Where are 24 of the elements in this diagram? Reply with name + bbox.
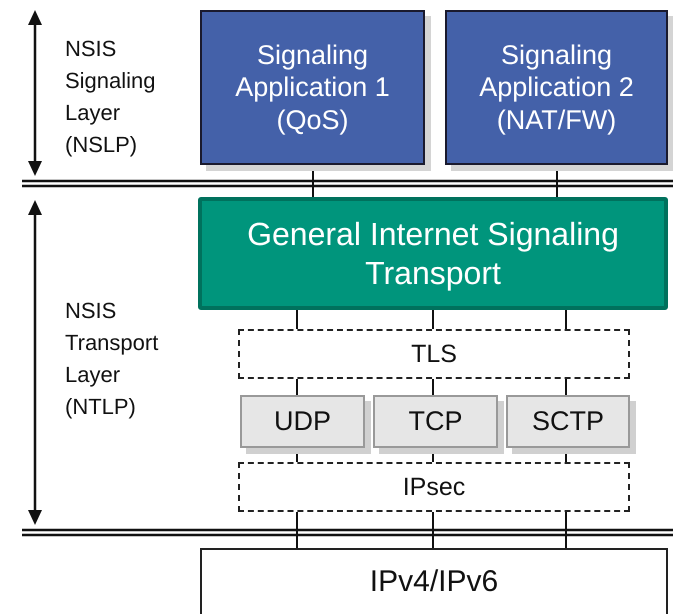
connector-line (432, 310, 434, 329)
box-label: Signaling Application 2 (NAT/FW) (478, 38, 635, 136)
box-label: IPsec (402, 472, 466, 502)
transport-box (198, 197, 668, 310)
connector-line (296, 379, 298, 395)
connector-line (296, 512, 298, 548)
connector-line (432, 379, 434, 395)
box-label: TLS (411, 339, 457, 369)
box-label: Signaling Application 1 (QoS) (234, 38, 391, 136)
layer-label: NSIS Transport Layer (NTLP) (65, 297, 160, 421)
box-label: General Internet Signaling Transport (246, 215, 620, 292)
connector-line (565, 310, 567, 329)
box-label: IPv4/IPv6 (370, 564, 498, 600)
dashed-box (238, 462, 630, 512)
layer-label: NSIS Signaling Layer (NSLP) (65, 35, 157, 159)
connector-line (432, 512, 434, 548)
dashed-box (238, 329, 630, 379)
connector-line (565, 379, 567, 395)
connector-line (565, 512, 567, 548)
network-box (200, 548, 668, 614)
box-label: TCP (408, 405, 462, 438)
box-label: UDP (274, 405, 331, 438)
connector-line (296, 310, 298, 329)
box-label: SCTP (532, 405, 604, 438)
